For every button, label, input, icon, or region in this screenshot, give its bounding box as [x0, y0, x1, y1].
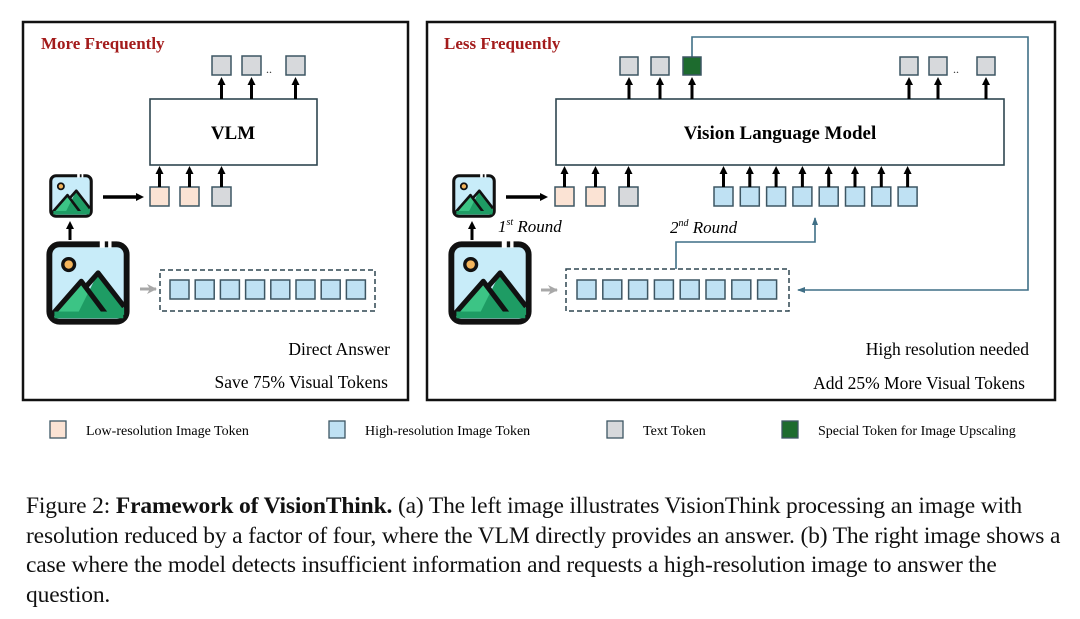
high-res-input-token — [897, 186, 918, 207]
legend-label-high-res: High-resolution Image Token — [365, 424, 530, 439]
right-input-tokens-round1 — [554, 166, 639, 207]
skipped-highres-token-group — [159, 269, 376, 312]
highres-tokens — [576, 279, 778, 300]
left-panel: More Frequently VLM .. Direct Answer Sav… — [21, 20, 410, 402]
figure-caption: Figure 2: Framework of VisionThink. (a) … — [26, 492, 1066, 610]
framework-diagram: More Frequently VLM .. Direct Answer Sav… — [21, 20, 1057, 439]
legend: Low-resolution Image Token High-resolutio… — [49, 420, 1016, 439]
left-output-ellipsis: .. — [266, 62, 272, 76]
text-input-token — [618, 186, 639, 207]
right-note-high-res-needed: High resolution needed — [866, 339, 1030, 359]
high-res-input-token — [871, 186, 892, 207]
high-res-image-token — [270, 279, 291, 300]
high-res-input-token — [739, 186, 761, 207]
legend-label-low-res: Low-resolution Image Token — [86, 424, 249, 439]
high-res-image-token — [576, 279, 597, 300]
legend-swatch-high-res — [328, 420, 346, 439]
figure-body: (a) The left image illustrates VisionThi… — [26, 493, 1061, 608]
round-2-label: 2nd Round — [670, 218, 738, 237]
frequency-label-more: More Frequently — [41, 34, 165, 53]
figure-label: Figure 2: — [26, 493, 116, 519]
right-note-add-tokens: Add 25% More Visual Tokens — [813, 373, 1025, 393]
special-output-token — [682, 56, 702, 76]
vision-language-model-label: Vision Language Model — [684, 123, 877, 144]
round-2-feed-line — [675, 217, 818, 269]
text-output-token — [976, 56, 996, 76]
text-output-token — [619, 56, 639, 76]
high-res-image-token — [679, 279, 700, 300]
high-res-image-token — [295, 279, 316, 300]
high-res-image-token — [653, 279, 675, 300]
high-res-input-token — [765, 186, 787, 207]
high-res-image-token — [345, 279, 367, 300]
low-res-input-token — [149, 186, 170, 207]
high-res-image-token — [169, 279, 190, 300]
legend-label-text: Text Token — [643, 424, 706, 439]
high-res-input-token — [713, 186, 734, 207]
text-output-token — [211, 55, 232, 76]
round-1-label: 1st Round — [498, 217, 562, 236]
high-res-image-icon — [451, 241, 528, 322]
frequency-label-less: Less Frequently — [444, 34, 561, 53]
high-res-image-token — [602, 279, 623, 300]
highres-token-group — [565, 268, 790, 312]
high-res-image-token — [627, 279, 649, 300]
right-output-ellipsis: .. — [953, 62, 959, 76]
text-input-token — [211, 186, 232, 207]
high-res-image-token — [320, 279, 341, 300]
figure-title: Framework of VisionThink. — [115, 493, 393, 519]
text-output-token — [899, 56, 919, 76]
right-panel-frame — [425, 20, 1057, 402]
right-panel: Less Frequently Vision Language Model ..… — [425, 20, 1057, 402]
skipped-highres-tokens — [169, 279, 367, 300]
high-res-input-token — [844, 186, 866, 207]
high-res-image-token — [244, 279, 266, 300]
legend-label-special: Special Token for Image Upscaling — [818, 424, 1016, 439]
legend-swatch-text — [606, 420, 624, 439]
high-res-image-icon — [49, 241, 126, 322]
legend-swatch-special — [781, 420, 799, 439]
upscale-request-line — [691, 36, 1029, 293]
high-res-image-token — [705, 279, 726, 300]
right-input-tokens-round2 — [713, 166, 918, 207]
left-input-tokens — [149, 166, 232, 207]
vlm-label: VLM — [211, 123, 255, 144]
high-res-image-token — [756, 279, 778, 300]
text-output-token — [928, 56, 948, 76]
text-output-token — [241, 55, 262, 76]
low-res-input-token — [585, 186, 606, 207]
left-note-direct-answer: Direct Answer — [288, 339, 390, 359]
low-res-image-icon — [452, 174, 496, 218]
text-output-token — [650, 56, 670, 76]
left-note-save-tokens: Save 75% Visual Tokens — [214, 372, 388, 392]
high-res-image-token — [219, 279, 241, 300]
high-res-image-token — [194, 279, 215, 300]
text-output-token — [285, 55, 306, 76]
low-res-input-token — [554, 186, 575, 207]
vision-language-model-box — [555, 98, 1005, 166]
low-res-image-icon — [49, 174, 93, 218]
left-output-tokens — [211, 55, 306, 99]
high-res-input-token — [792, 186, 813, 207]
low-res-input-token — [179, 186, 200, 207]
right-output-tokens-left — [619, 56, 702, 99]
vlm-box — [149, 98, 318, 166]
high-res-image-token — [731, 279, 752, 300]
high-res-input-token — [818, 186, 839, 207]
right-output-tokens-right — [899, 56, 996, 99]
legend-swatch-low-res — [49, 420, 67, 439]
